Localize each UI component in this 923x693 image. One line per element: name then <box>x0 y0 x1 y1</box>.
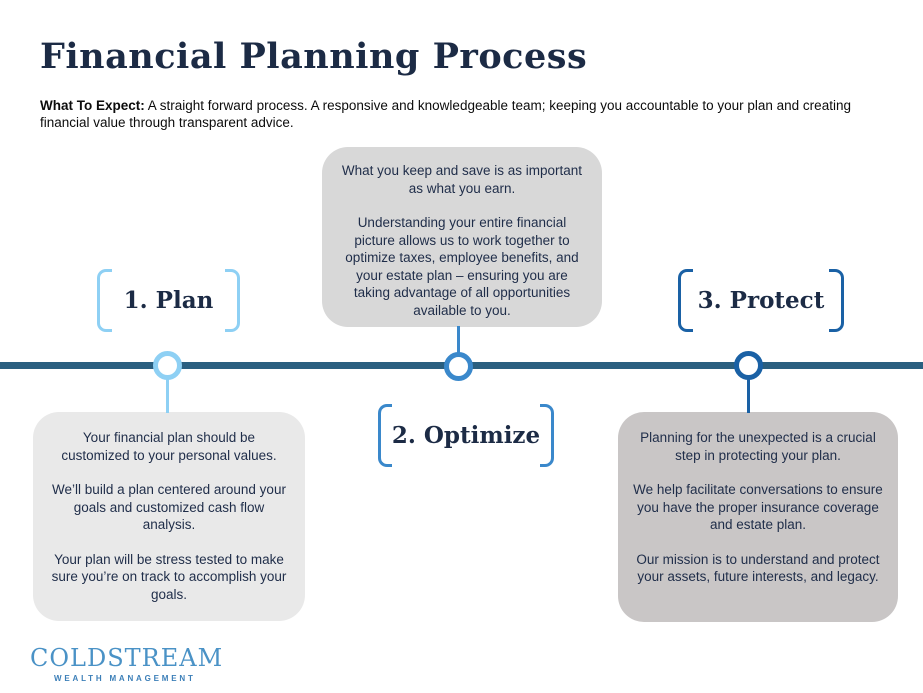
logo-tagline: WEALTH MANAGEMENT <box>54 674 196 683</box>
plan-paragraph-1: Your financial plan should be customized… <box>61 430 277 463</box>
optimize-connector-line <box>457 326 460 354</box>
step-label-optimize: 2. Optimize <box>378 404 554 467</box>
right-bracket-icon <box>540 404 554 467</box>
left-bracket-icon <box>97 269 112 332</box>
plan-paragraph-2: We’ll build a plan centered around your … <box>52 482 286 532</box>
coldstream-logo: COLDSTREAM WEALTH MANAGEMENT <box>30 644 223 683</box>
protect-description-box: Planning for the unexpected is a crucial… <box>618 412 898 622</box>
left-bracket-icon <box>378 404 392 467</box>
intro-text: What To Expect: A straight forward proce… <box>40 97 888 131</box>
step-label-protect: 3. Protect <box>678 269 844 332</box>
step-label-plan-text: 1. Plan <box>123 287 214 314</box>
optimize-paragraph-1: What you keep and save is as important a… <box>341 163 583 196</box>
left-bracket-icon <box>678 269 693 332</box>
protect-connector-line <box>747 379 750 413</box>
page-title: Financial Planning Process <box>40 36 588 77</box>
protect-paragraph-2: We help facilitate conversations to ensu… <box>633 482 883 532</box>
protect-paragraph-3: Our mission is to understand and protect… <box>636 551 880 585</box>
plan-paragraph-3: Your plan will be stress tested to make … <box>51 551 287 602</box>
logo-wordmark: COLDSTREAM <box>30 644 224 672</box>
intro-label: What To Expect: <box>40 98 145 113</box>
right-bracket-icon <box>225 269 240 332</box>
plan-connector-line <box>166 379 169 413</box>
step-label-plan: 1. Plan <box>97 269 240 332</box>
protect-timeline-node-icon <box>734 351 763 380</box>
optimize-paragraph-2: Understanding your entire financial pict… <box>345 215 579 318</box>
step-label-optimize-text: 2. Optimize <box>391 422 541 449</box>
plan-description-box: Your financial plan should be customized… <box>33 412 305 621</box>
step-label-protect-text: 3. Protect <box>697 287 825 314</box>
protect-paragraph-1: Planning for the unexpected is a crucial… <box>640 430 876 463</box>
optimize-timeline-node-icon <box>444 352 473 381</box>
intro-body: A straight forward process. A responsive… <box>40 98 851 130</box>
optimize-description-box: What you keep and save is as important a… <box>322 147 602 327</box>
right-bracket-icon <box>828 269 844 332</box>
plan-timeline-node-icon <box>153 351 182 380</box>
